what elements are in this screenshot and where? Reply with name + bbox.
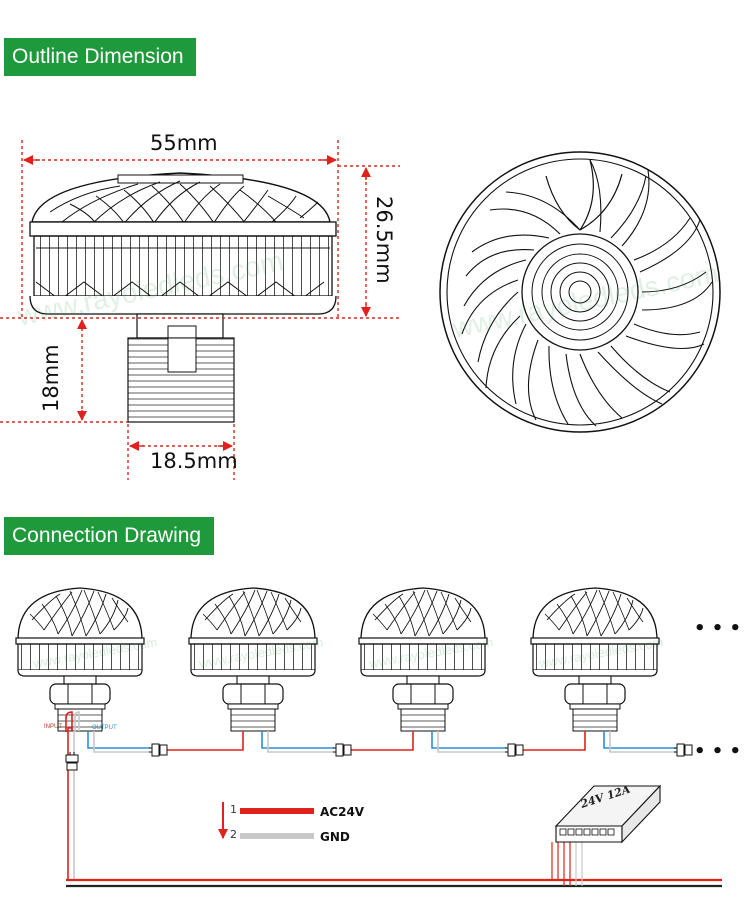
continuation-dots-wire: • • • <box>694 741 741 762</box>
connector-2 <box>332 743 352 757</box>
dimension-thread-diameter-label: 18.5mm <box>150 449 238 473</box>
legend-number-1: 1 <box>230 803 237 816</box>
output-label: OUTPUT <box>92 725 117 731</box>
connector-1 <box>148 743 168 757</box>
legend-swatch-ac24v <box>240 808 314 814</box>
top-view-drawing <box>439 151 721 433</box>
dimension-height-label: 26.5mm <box>372 196 396 284</box>
wire-legend: 1 AC24V 2 GND <box>218 802 365 844</box>
section-title-outline: Outline Dimension <box>4 38 196 76</box>
legend-swatch-gnd <box>240 833 314 839</box>
legend-label-gnd: GND <box>320 830 350 844</box>
input-label: INPUT <box>44 724 62 730</box>
legend-label-ac24v: AC24V <box>320 805 365 819</box>
continuation-dots-top: • • • <box>694 618 741 639</box>
connector-4 <box>673 743 693 757</box>
legend-number-2: 2 <box>230 828 237 841</box>
connector-3 <box>504 743 524 757</box>
power-supply: 24V 12A <box>554 782 662 844</box>
section-title-connection: Connection Drawing <box>4 517 214 555</box>
connector-input <box>65 751 79 771</box>
side-view-drawing <box>29 172 337 423</box>
watermark-top-view: www.rayoledleds.com <box>449 257 721 344</box>
dimension-width-label: 55mm <box>150 131 218 155</box>
wiring-harness <box>65 711 722 888</box>
dimension-lines <box>0 140 400 480</box>
dimension-thread-length-label: 18mm <box>39 344 63 412</box>
